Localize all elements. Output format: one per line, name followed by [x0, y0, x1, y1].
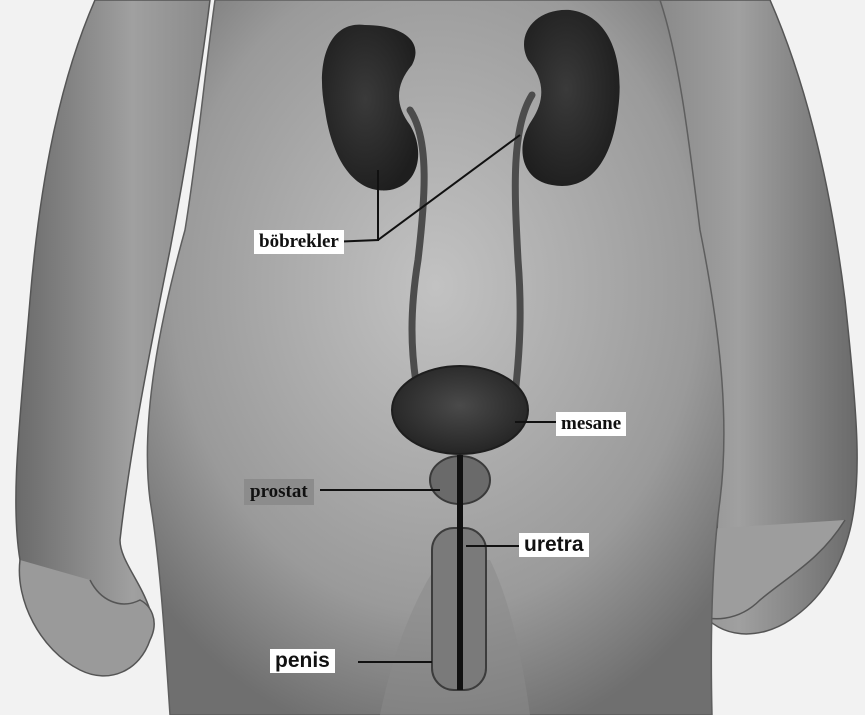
label-penis: penis	[270, 649, 335, 673]
label-kidneys: böbrekler	[254, 230, 344, 254]
label-prostate: prostat	[244, 479, 314, 505]
label-urethra: uretra	[519, 533, 589, 557]
bladder	[392, 366, 528, 454]
label-bladder: mesane	[556, 412, 626, 436]
